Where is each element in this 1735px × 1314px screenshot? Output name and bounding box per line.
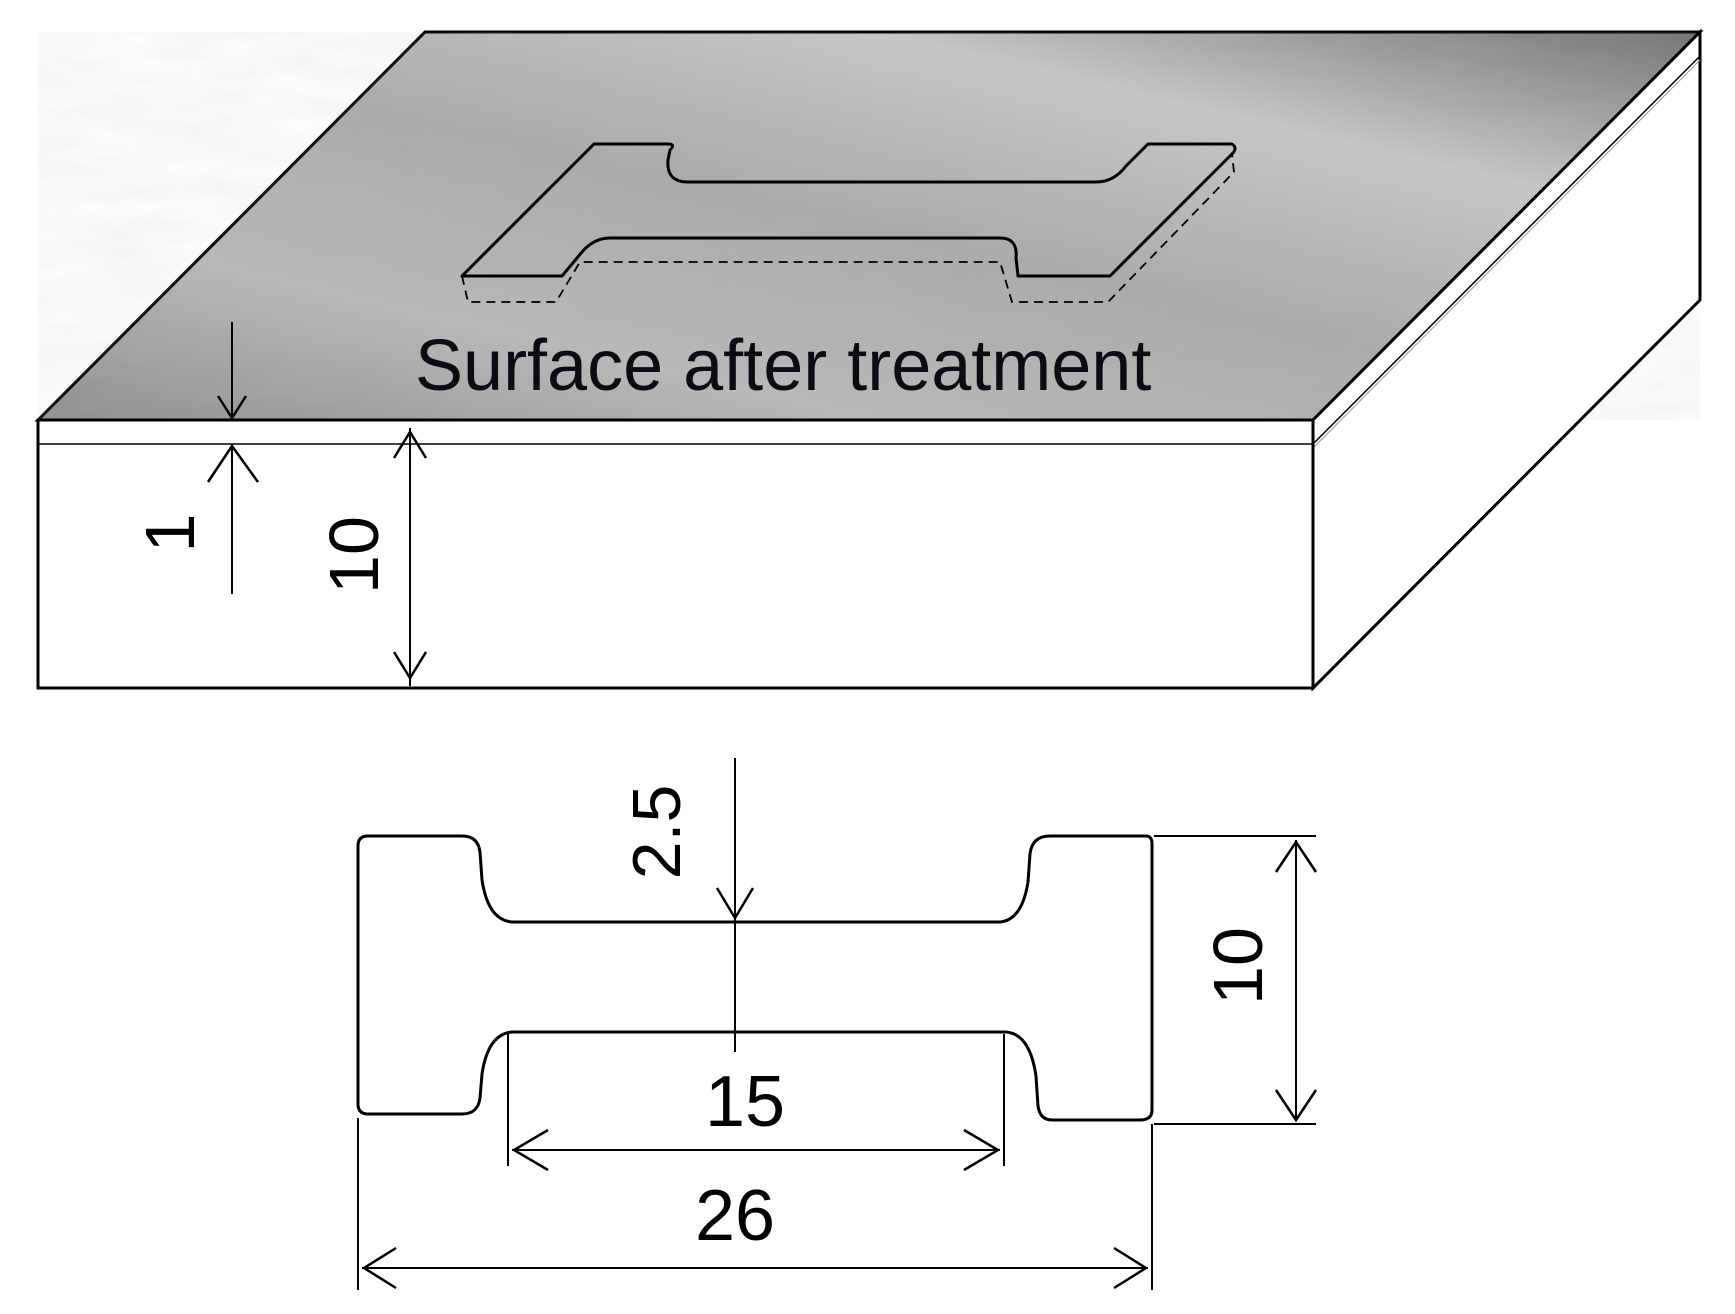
dim-layer-thickness: 1	[131, 322, 260, 594]
dim-label-layer: 1	[131, 514, 209, 553]
dim-total-length: 26	[357, 1118, 1153, 1290]
dim-neck-width: 2.5	[619, 758, 755, 1052]
surface-specimen-outline	[460, 142, 1237, 278]
dim-label-block-height: 10	[315, 516, 393, 594]
dim-block-height: 10	[315, 428, 428, 686]
surface-texture	[38, 32, 1700, 420]
block-front-face	[36, 418, 1315, 690]
surface-label: Surface after treatment	[415, 326, 1151, 406]
dim-label-grip-width: 10	[1199, 927, 1277, 1005]
dim-gauge-length: 15	[507, 1034, 1005, 1172]
dim-grip-width: 10	[1154, 835, 1318, 1125]
treated-block: Surface after treatment 1 10	[34, 28, 1704, 692]
side-layer-line	[1312, 55, 1701, 445]
dim-label-total-length: 26	[695, 1176, 775, 1256]
dim-label-neck-width: 2.5	[619, 785, 695, 880]
dim-label-gauge-length: 15	[705, 1062, 785, 1142]
specimen-outline	[356, 834, 1154, 1122]
specimen-drawing: 2.5 15 26 10	[356, 758, 1318, 1290]
